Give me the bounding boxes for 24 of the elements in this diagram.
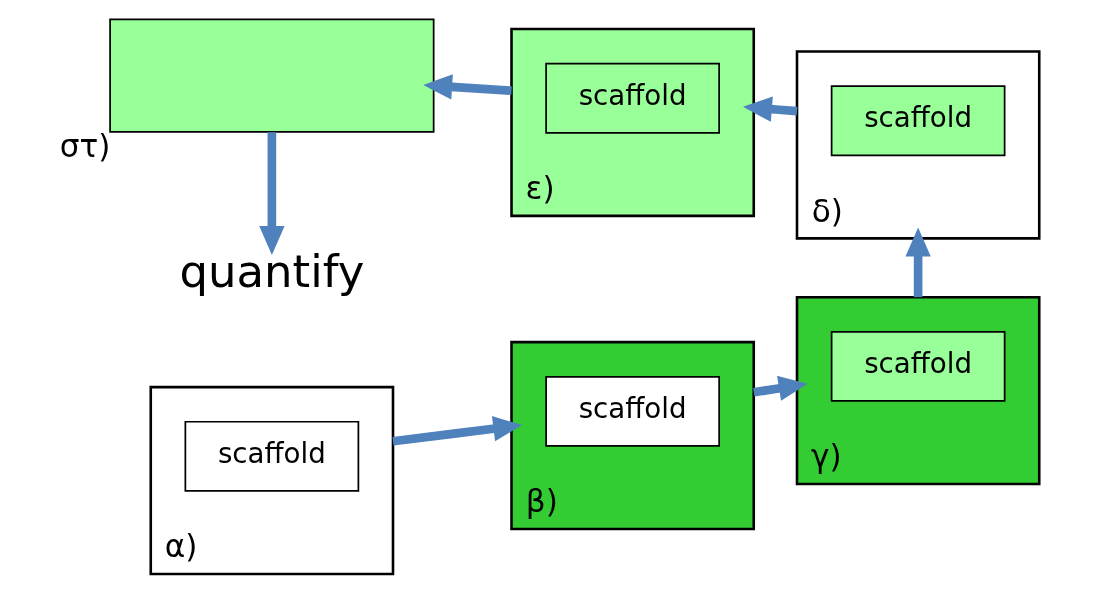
arrow: [743, 96, 798, 122]
node-box: scaffold: [830, 85, 1006, 157]
cluster: [510, 27, 756, 218]
node-label: β): [525, 483, 558, 520]
arrow: [392, 416, 523, 446]
node-text: quantify: [179, 245, 365, 299]
cluster: [510, 340, 756, 531]
arrow: [423, 74, 512, 100]
node-box: scaffold: [184, 420, 360, 492]
cluster: [149, 385, 395, 576]
node-box: [109, 18, 435, 133]
node-label: γ): [811, 438, 842, 475]
node-label: στ): [59, 127, 111, 164]
cluster: [795, 50, 1041, 240]
node-label: α): [164, 528, 198, 565]
arrow: [905, 227, 931, 298]
arrow: [259, 132, 285, 256]
node-box: scaffold: [545, 375, 720, 447]
cluster: [795, 295, 1041, 486]
node-label: δ): [811, 192, 843, 229]
arrow: [753, 375, 808, 401]
node-box: scaffold: [830, 330, 1006, 402]
node-label: ε): [525, 170, 555, 207]
node-box: scaffold: [545, 62, 720, 134]
